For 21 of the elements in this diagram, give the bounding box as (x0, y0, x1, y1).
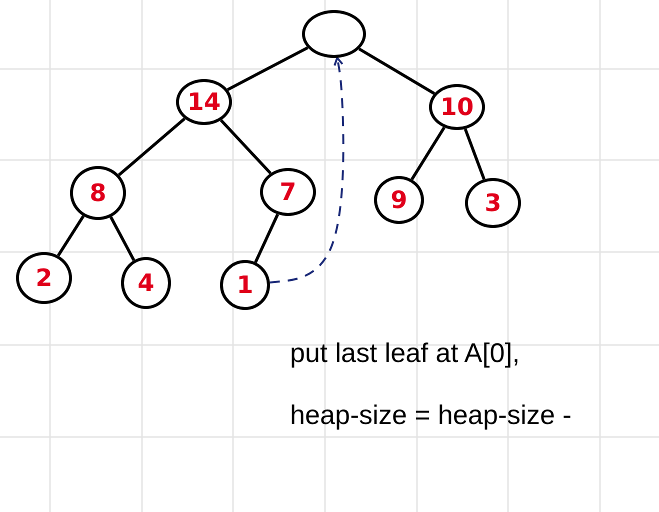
heap-node-circle: 2 (16, 252, 72, 304)
tree-edge (56, 215, 85, 256)
arrow (270, 56, 344, 284)
tree-edge (464, 128, 486, 180)
heap-node-circle: 9 (374, 176, 424, 224)
heap-node-circle: 1 (220, 260, 270, 310)
heap-node-circle: 14 (176, 79, 232, 125)
empty-node-circle (302, 10, 366, 58)
tree-edge (118, 117, 186, 176)
heap-node-circle: 4 (121, 257, 171, 309)
tree-edge (358, 48, 436, 95)
tree-edge (220, 119, 272, 174)
tree-edge (254, 214, 280, 263)
tree-edge (109, 216, 136, 261)
heap-node-circle: 7 (260, 168, 316, 216)
heap-node-circle: 8 (70, 166, 126, 220)
heap-node-circle: 3 (465, 178, 521, 228)
tree-edge (410, 126, 446, 180)
heap-node-circle: 10 (429, 84, 485, 130)
note-text: put last leaf at A[0], heap-size = heap-size - (290, 337, 572, 432)
tree-edge (226, 46, 308, 91)
